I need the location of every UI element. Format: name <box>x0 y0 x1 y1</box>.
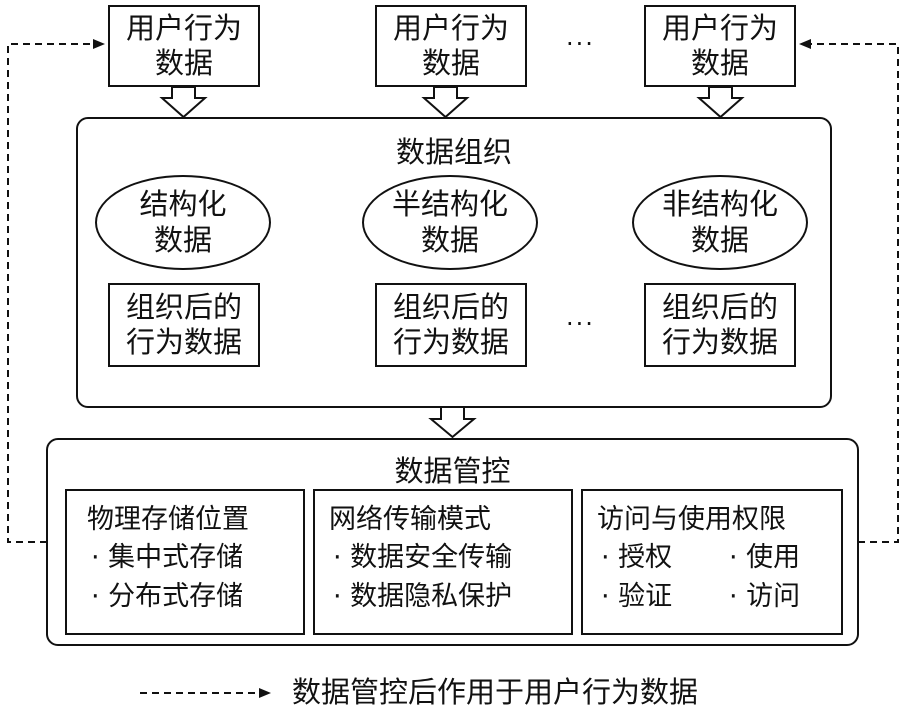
down-arrow-icon <box>696 86 745 119</box>
source-label-line2: 数据 <box>154 46 213 80</box>
organized-label-line2: 行为数据 <box>125 325 242 359</box>
legend: 数据管控后作用于用户行为数据 <box>140 669 698 711</box>
feedback-arrow-left <box>7 39 105 543</box>
panel-item: · 验证 <box>601 580 673 612</box>
data-type-line2: 数据 <box>690 222 749 257</box>
panel-item: · 分布式存储 <box>91 580 244 612</box>
panel-item: · 数据隐私保护 <box>333 580 513 612</box>
data-organization-title: 数据组织 <box>395 135 512 169</box>
data-control-title: 数据管控 <box>394 454 511 488</box>
legend-arrow-spacer <box>140 689 282 691</box>
panel-item: · 集中式存储 <box>91 542 244 574</box>
panel-item: · 使用 <box>729 542 801 574</box>
source-label-line2: 数据 <box>690 46 749 80</box>
source-label-line2: 数据 <box>421 46 480 80</box>
data-type-line1: 半结构化 <box>391 187 508 222</box>
ellipsis-top: ··· <box>566 30 595 58</box>
organized-behavior-data-box-3: 组织后的 行为数据 <box>644 283 796 367</box>
organized-label-line2: 行为数据 <box>661 325 778 359</box>
down-arrow-icon <box>159 86 208 119</box>
panel-heading: 网络传输模式 <box>329 504 491 535</box>
organized-behavior-data-box-2: 组织后的 行为数据 <box>375 283 527 367</box>
user-behavior-data-box-2: 用户行为 数据 <box>375 5 527 87</box>
organized-behavior-data-box-1: 组织后的 行为数据 <box>108 283 260 367</box>
access-permission-panel: 访问与使用权限 · 授权 · 使用 · 验证 · 访问 <box>581 489 843 635</box>
legend-text: 数据管控后作用于用户行为数据 <box>292 675 699 709</box>
organized-label-line1: 组织后的 <box>125 289 242 324</box>
source-label-line1: 用户行为 <box>125 10 242 45</box>
panel-item: · 数据安全传输 <box>333 542 513 574</box>
panel-heading: 访问与使用权限 <box>597 504 786 535</box>
panel-item: · 授权 <box>601 542 673 574</box>
unstructured-data-ellipse: 非结构化 数据 <box>632 175 808 270</box>
physical-storage-panel: 物理存储位置 · 集中式存储 · 分布式存储 <box>65 489 305 635</box>
data-type-line1: 结构化 <box>139 187 227 222</box>
data-type-line2: 数据 <box>420 222 479 257</box>
panel-item: · 访问 <box>729 580 801 612</box>
panel-heading: 物理存储位置 <box>87 504 249 535</box>
feedback-arrow-right <box>799 39 899 543</box>
organized-label-line2: 行为数据 <box>392 325 509 359</box>
data-type-line1: 非结构化 <box>661 187 778 222</box>
data-type-line2: 数据 <box>153 222 212 257</box>
source-label-line1: 用户行为 <box>661 10 778 45</box>
user-behavior-data-box-1: 用户行为 数据 <box>108 5 260 87</box>
structured-data-ellipse: 结构化 数据 <box>95 175 271 270</box>
semi-structured-data-ellipse: 半结构化 数据 <box>362 175 538 270</box>
organized-label-line1: 组织后的 <box>392 289 509 324</box>
network-transmission-panel: 网络传输模式 · 数据安全传输 · 数据隐私保护 <box>313 489 573 635</box>
user-behavior-data-box-3: 用户行为 数据 <box>644 5 796 87</box>
ellipsis-middle: ··· <box>566 310 595 338</box>
down-arrow-icon <box>421 86 470 119</box>
down-arrow-icon <box>428 406 477 439</box>
organized-label-line1: 组织后的 <box>661 289 778 324</box>
source-label-line1: 用户行为 <box>392 10 509 45</box>
